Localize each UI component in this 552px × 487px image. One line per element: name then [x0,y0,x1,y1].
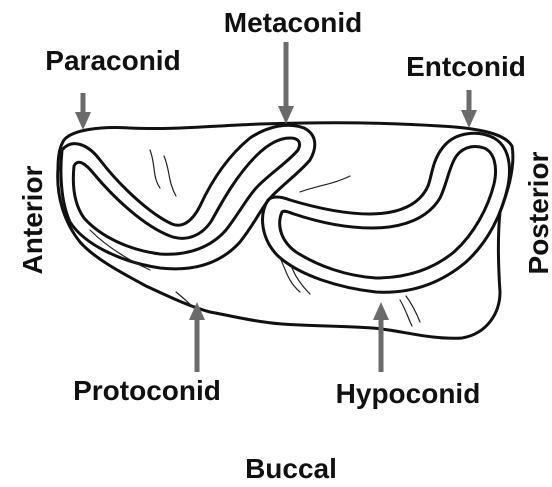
arrow-hypoconid [373,302,389,372]
label-hypoconid: Hypoconid [336,378,481,409]
crack-line [400,300,412,326]
tooth-outline [58,123,513,339]
crack-line [164,156,176,196]
label-entconid: Entconid [406,51,526,82]
crack-line [280,258,300,292]
label-buccal: Buccal [245,453,337,484]
arrow-metaconid [278,42,294,124]
label-protoconid: Protoconid [73,375,221,406]
arrow-paraconid [75,93,91,130]
talonid-loop-outer [263,133,510,292]
label-anterior: Anterior [17,165,48,274]
label-paraconid: Paraconid [45,45,180,76]
arrow-protoconid [189,302,205,372]
crack-line [150,150,160,188]
crack-line [300,176,350,192]
label-metaconid: Metaconid [224,7,362,38]
arrow-entconid [461,90,477,128]
label-posterior: Posterior [523,151,552,274]
